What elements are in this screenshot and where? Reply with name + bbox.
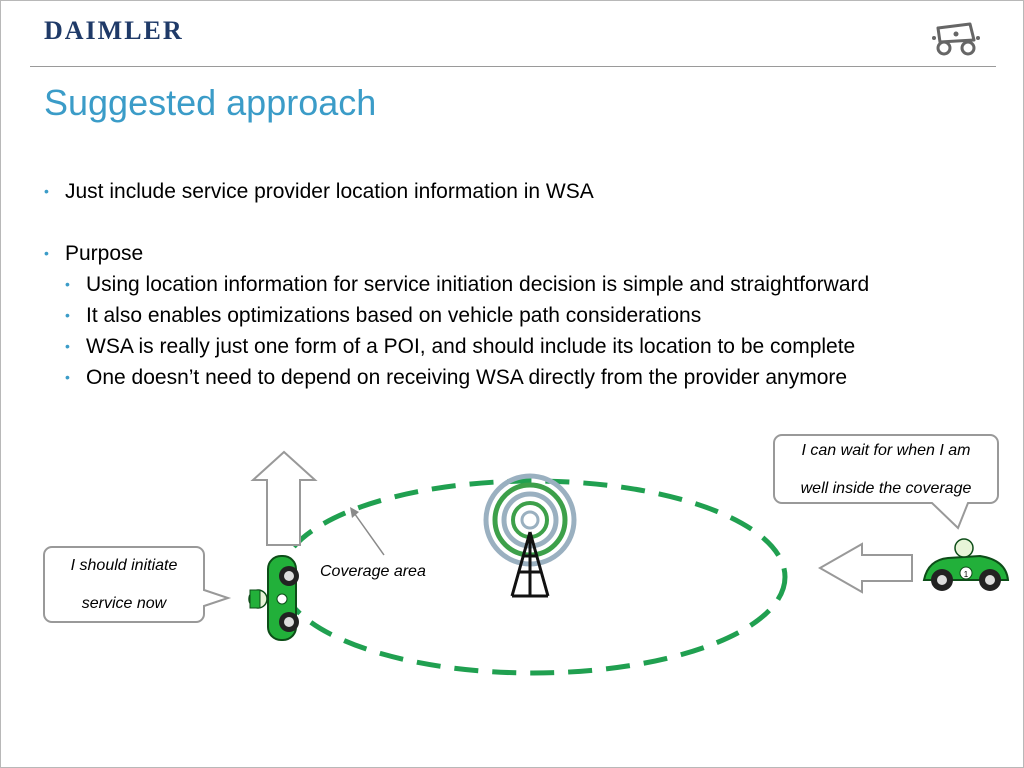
arrow-up-icon — [250, 450, 318, 546]
bullet-item: • Just include service provider location… — [44, 176, 944, 207]
callout-right-line: well inside the coverage — [800, 480, 972, 497]
callout-left-bubble — [43, 546, 232, 623]
callout-left-line: I should initiate — [70, 557, 178, 574]
sub-bullet-text: Using location information for service i… — [86, 273, 870, 296]
slide-title: Suggested approach — [44, 82, 377, 123]
car-icon: 1 — [922, 538, 1010, 591]
bullet-icon: • — [65, 369, 70, 385]
callout-left-line: service now — [81, 595, 167, 612]
bullet-icon: • — [44, 245, 49, 261]
bullet-text: Just include service provider location i… — [65, 180, 594, 203]
bullet-icon: • — [65, 276, 70, 292]
arrow-left-icon — [817, 542, 913, 594]
callout-left: I should initiate service now — [44, 547, 204, 623]
sub-bullet-item: • It also enables optimizations based on… — [44, 300, 944, 331]
sub-bullet-text: WSA is really just one form of a POI, an… — [86, 335, 856, 358]
header-divider — [30, 66, 996, 67]
sub-bullet-item: • Using location information for service… — [44, 269, 944, 300]
callout-right-bubble — [773, 434, 999, 530]
brand-logo: DAIMLER — [44, 16, 184, 45]
sub-bullet-item: • WSA is really just one form of a POI, … — [44, 331, 944, 362]
sub-bullet-text: It also enables optimizations based on v… — [86, 304, 702, 327]
bullet-icon: • — [44, 183, 49, 199]
bullet-text: Purpose — [65, 242, 144, 265]
svg-text:1: 1 — [964, 570, 969, 579]
coverage-label: Coverage area — [320, 563, 426, 580]
sub-bullet-item: • One doesn’t need to depend on receivin… — [44, 362, 944, 393]
car-icon — [248, 555, 299, 641]
bullet-list: • Just include service provider location… — [44, 176, 944, 393]
callout-right: I can wait for when I am well inside the… — [774, 432, 998, 508]
cell-tower-icon — [483, 473, 577, 598]
sub-bullet-text: One doesn’t need to depend on receiving … — [86, 366, 848, 389]
bullet-icon: • — [65, 307, 70, 323]
callout-right-line: I can wait for when I am — [801, 442, 971, 459]
bullet-icon: • — [65, 338, 70, 354]
car-logo-icon — [932, 22, 980, 56]
bullet-item: • Purpose — [44, 238, 944, 269]
coverage-pointer — [351, 509, 385, 556]
